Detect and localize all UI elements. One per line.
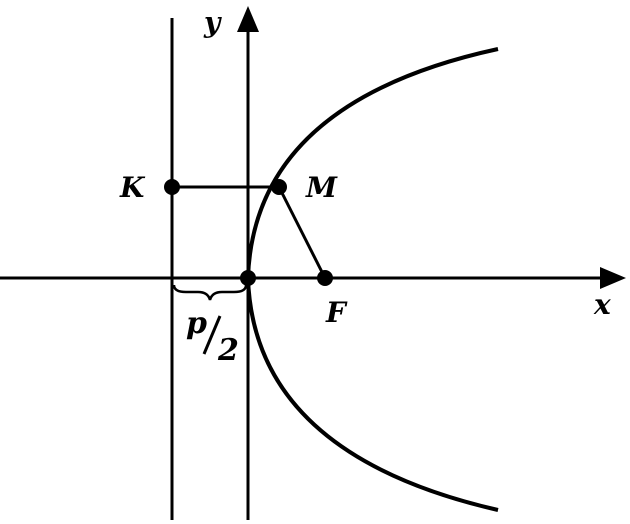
y-axis-arrowhead bbox=[237, 6, 259, 32]
p-half-brace bbox=[172, 284, 248, 301]
point-k bbox=[164, 179, 180, 195]
point-m-label: M bbox=[305, 171, 338, 204]
y-axis-label: y bbox=[203, 6, 222, 39]
fraction-slash bbox=[202, 315, 222, 355]
point-k-label: K bbox=[119, 171, 146, 204]
segment-mf bbox=[277, 186, 327, 279]
x-axis-arrowhead bbox=[600, 267, 626, 289]
divisor-label: 2 bbox=[217, 333, 239, 368]
point-m bbox=[271, 179, 287, 195]
point-vertex bbox=[240, 270, 256, 286]
p-label: p bbox=[186, 306, 207, 341]
x-axis-label: x bbox=[593, 288, 611, 321]
point-f bbox=[317, 270, 333, 286]
point-f-label: F bbox=[325, 296, 348, 329]
